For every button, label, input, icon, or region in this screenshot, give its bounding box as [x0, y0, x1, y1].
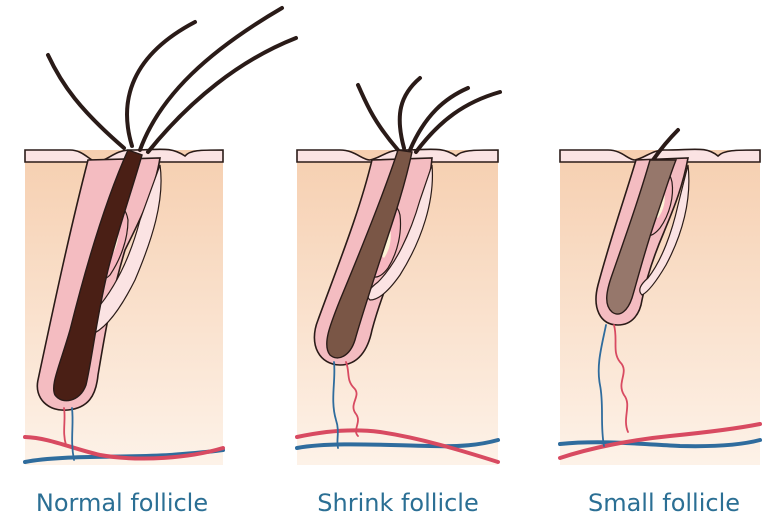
shrink-hair-strand — [408, 86, 470, 152]
shrink-hair-strand — [414, 90, 502, 154]
caption-small-follicle: Small follicle — [587, 489, 741, 517]
normal-capillary-vein — [71, 407, 75, 461]
shrink-hair-strand — [356, 83, 400, 152]
small-vein — [558, 438, 762, 449]
normal-hair-strand — [138, 6, 284, 152]
small-arrector-muscle — [639, 164, 690, 296]
normal-artery — [23, 435, 225, 461]
shrink-hair-strand — [397, 76, 422, 150]
small-hair-shaft — [606, 159, 678, 315]
caption-normal-follicle: Normal follicle — [35, 489, 209, 517]
shrink-capillary-artery — [345, 361, 359, 437]
caption-shrink-follicle: Shrink follicle — [317, 489, 479, 517]
shrink-artery — [295, 428, 500, 464]
panel-normal-follicle — [23, 6, 298, 465]
normal-capillary-artery — [63, 407, 67, 446]
panel-small-follicle — [558, 128, 762, 465]
normal-hair-strand — [125, 20, 197, 148]
small-hair-strand — [651, 128, 680, 162]
small-capillary-vein — [597, 324, 607, 447]
shrink-capillary-vein — [332, 361, 339, 449]
shrink-vein — [295, 438, 500, 450]
small-skin-surface — [559, 148, 761, 163]
normal-skin-surface — [24, 148, 224, 163]
normal-hair-strand — [146, 36, 298, 154]
small-capillary-artery — [613, 324, 629, 433]
small-artery — [558, 422, 762, 460]
normal-hair-shaft — [53, 149, 143, 402]
panel-shrink-follicle — [295, 76, 502, 465]
shrink-hair-shaft — [326, 149, 413, 359]
shrink-arrector-muscle — [366, 164, 434, 301]
normal-hair-strand — [46, 53, 126, 150]
